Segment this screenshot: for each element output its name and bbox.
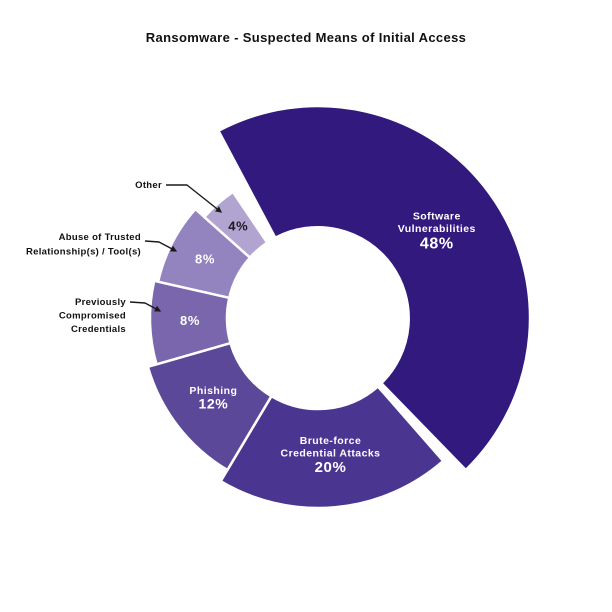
slice-pct-label: 12% (198, 396, 228, 412)
pie-slice-brute-force-credential-attacks[interactable] (219, 385, 445, 510)
slice-pct-label: 8% (180, 313, 200, 328)
slice-pct-label: 48% (420, 235, 454, 252)
outside-label-abuse-of-trusted-relationships-tools: Abuse of Trusted (59, 232, 141, 243)
outside-label-previously-compromised-credentials: Previously (75, 297, 126, 308)
slice-pct-label: 8% (195, 252, 215, 267)
leader-line-other (166, 184, 223, 213)
slice-name-label: Software (413, 211, 461, 223)
slice-name-label: Brute-force (300, 435, 362, 447)
leader-line-abuse-of-trusted-relationships-tools (144, 240, 178, 252)
pie-slice-previously-compromised-credentials[interactable] (148, 279, 232, 366)
chart-title: Ransomware - Suspected Means of Initial … (145, 30, 467, 45)
slice-pct-label: 4% (228, 219, 248, 234)
outside-label-other: Other (135, 180, 162, 191)
labels-layer: SoftwareVulnerabilities48%Brute-forceCre… (26, 180, 476, 476)
outside-label-previously-compromised-credentials: Compromised (59, 311, 126, 322)
slice-name-label: Credential Attacks (281, 448, 381, 460)
pie-slice-abuse-of-trusted-relationships-tools[interactable] (156, 207, 252, 300)
slice-name-label: Vulnerabilities (398, 223, 476, 235)
slice-pct-label: 20% (315, 459, 347, 476)
pie-slice-phishing[interactable] (146, 341, 273, 472)
leader-line-previously-compromised-credentials (129, 301, 162, 312)
outside-label-previously-compromised-credentials: Credentials (71, 324, 126, 335)
outside-label-abuse-of-trusted-relationships-tools: Relationship(s) / Tool(s) (26, 247, 141, 258)
slices-layer (146, 104, 532, 510)
pie-slice-software-vulnerabilities[interactable] (217, 104, 532, 472)
slice-name-label: Phishing (189, 385, 237, 397)
